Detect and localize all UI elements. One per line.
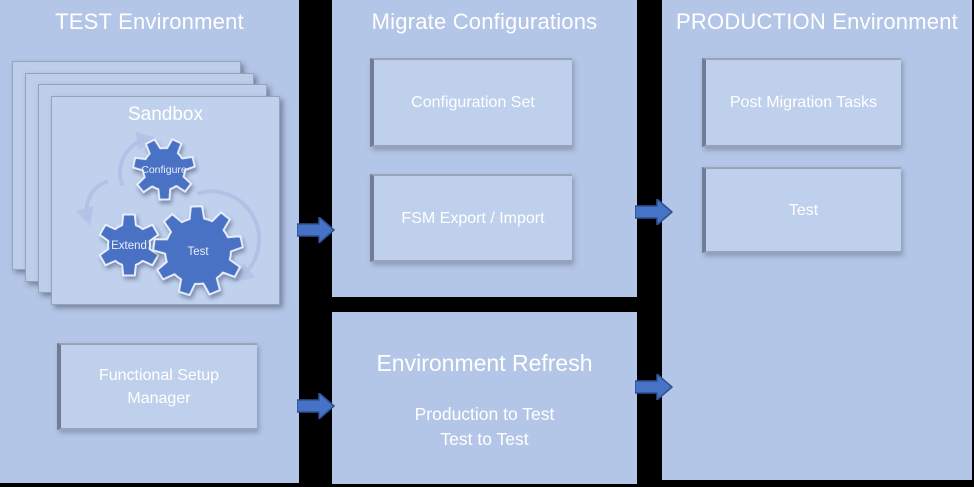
production-environment-panel: PRODUCTION Environment Post Migration Ta… <box>662 0 972 480</box>
right-arrow-icon <box>635 199 673 225</box>
test-panel-title: TEST Environment <box>55 9 244 34</box>
functional-setup-manager-label: Functional Setup Manager <box>98 366 220 407</box>
gear-icon <box>98 213 160 277</box>
configuration-set-label: Configuration Set <box>411 94 535 111</box>
environment-refresh-panel: Environment Refresh Production to Test T… <box>332 312 637 484</box>
fsm-export-import-box: FSM Export / Import <box>370 174 572 262</box>
migrate-panel-title: Migrate Configurations <box>371 9 598 34</box>
test-environment-panel: TEST Environment Sandbox <box>0 0 299 483</box>
gear-test-label: Test <box>187 246 209 258</box>
gear-configure: Configure <box>132 138 196 201</box>
production-test-box: Test <box>702 167 901 253</box>
gear-extend: Extend <box>98 213 160 277</box>
post-migration-tasks-box: Post Migration Tasks <box>702 58 901 147</box>
production-test-label: Test <box>788 201 819 219</box>
configuration-set-box: Configuration Set <box>370 58 572 147</box>
production-panel-title: PRODUCTION Environment <box>676 9 958 34</box>
right-arrow-icon <box>635 374 673 400</box>
sandbox-card: Sandbox Configure <box>51 96 280 305</box>
gear-extend-label: Extend <box>111 240 147 252</box>
right-arrow-icon <box>297 393 335 419</box>
refresh-line-test-to-test: Test to Test <box>440 429 529 449</box>
fsm-export-import-label: FSM Export / Import <box>401 209 545 227</box>
migrate-configurations-panel: Migrate Configurations Configuration Set… <box>332 0 637 297</box>
gear-icon <box>152 205 244 297</box>
gear-test: Test <box>152 205 244 297</box>
cycle-arrow-icon <box>197 189 262 282</box>
functional-setup-manager-box: Functional Setup Manager <box>57 343 257 430</box>
post-migration-tasks-label: Post Migration Tasks <box>729 94 878 111</box>
sandbox-gears-graphic: Configure Extend Test <box>75 131 262 297</box>
refresh-panel-lines: Production to Test Test to Test <box>332 402 637 452</box>
cycle-arrow-icon <box>118 131 156 186</box>
right-arrow-icon <box>297 217 335 243</box>
gear-configure-label: Configure <box>141 164 187 176</box>
cycle-arrow-icon <box>75 180 108 227</box>
gear-icon <box>132 138 196 201</box>
refresh-line-production-to-test: Production to Test <box>414 404 555 424</box>
refresh-panel-title: Environment Refresh <box>376 350 593 376</box>
sandbox-title: Sandbox <box>127 104 203 125</box>
